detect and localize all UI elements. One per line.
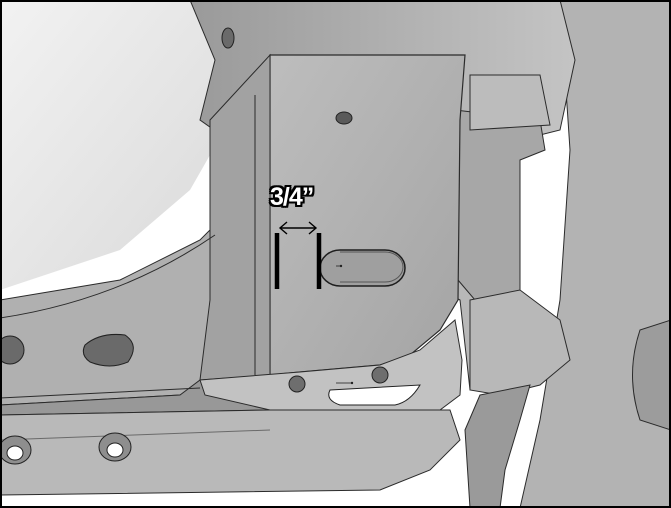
lower-leg bbox=[464, 384, 531, 508]
main-plate bbox=[269, 54, 466, 376]
left-arm-lower bbox=[0, 409, 461, 496]
arm-hole-left bbox=[0, 335, 25, 365]
double-arrow-icon bbox=[278, 221, 318, 235]
lower-flange bbox=[469, 289, 571, 396]
plate-small-hole bbox=[335, 111, 353, 125]
lip-hole-right bbox=[371, 366, 389, 384]
background-shading bbox=[0, 0, 230, 290]
slotted-hole bbox=[319, 249, 406, 287]
lip-slot bbox=[328, 384, 421, 406]
lip-small-hole bbox=[288, 375, 306, 393]
sleeve-top bbox=[469, 74, 551, 131]
measurement-label: 3/4” bbox=[270, 183, 314, 211]
arm-slot-hole bbox=[82, 334, 134, 367]
right-frame-cutout bbox=[632, 319, 671, 431]
upper-hole bbox=[221, 27, 235, 49]
